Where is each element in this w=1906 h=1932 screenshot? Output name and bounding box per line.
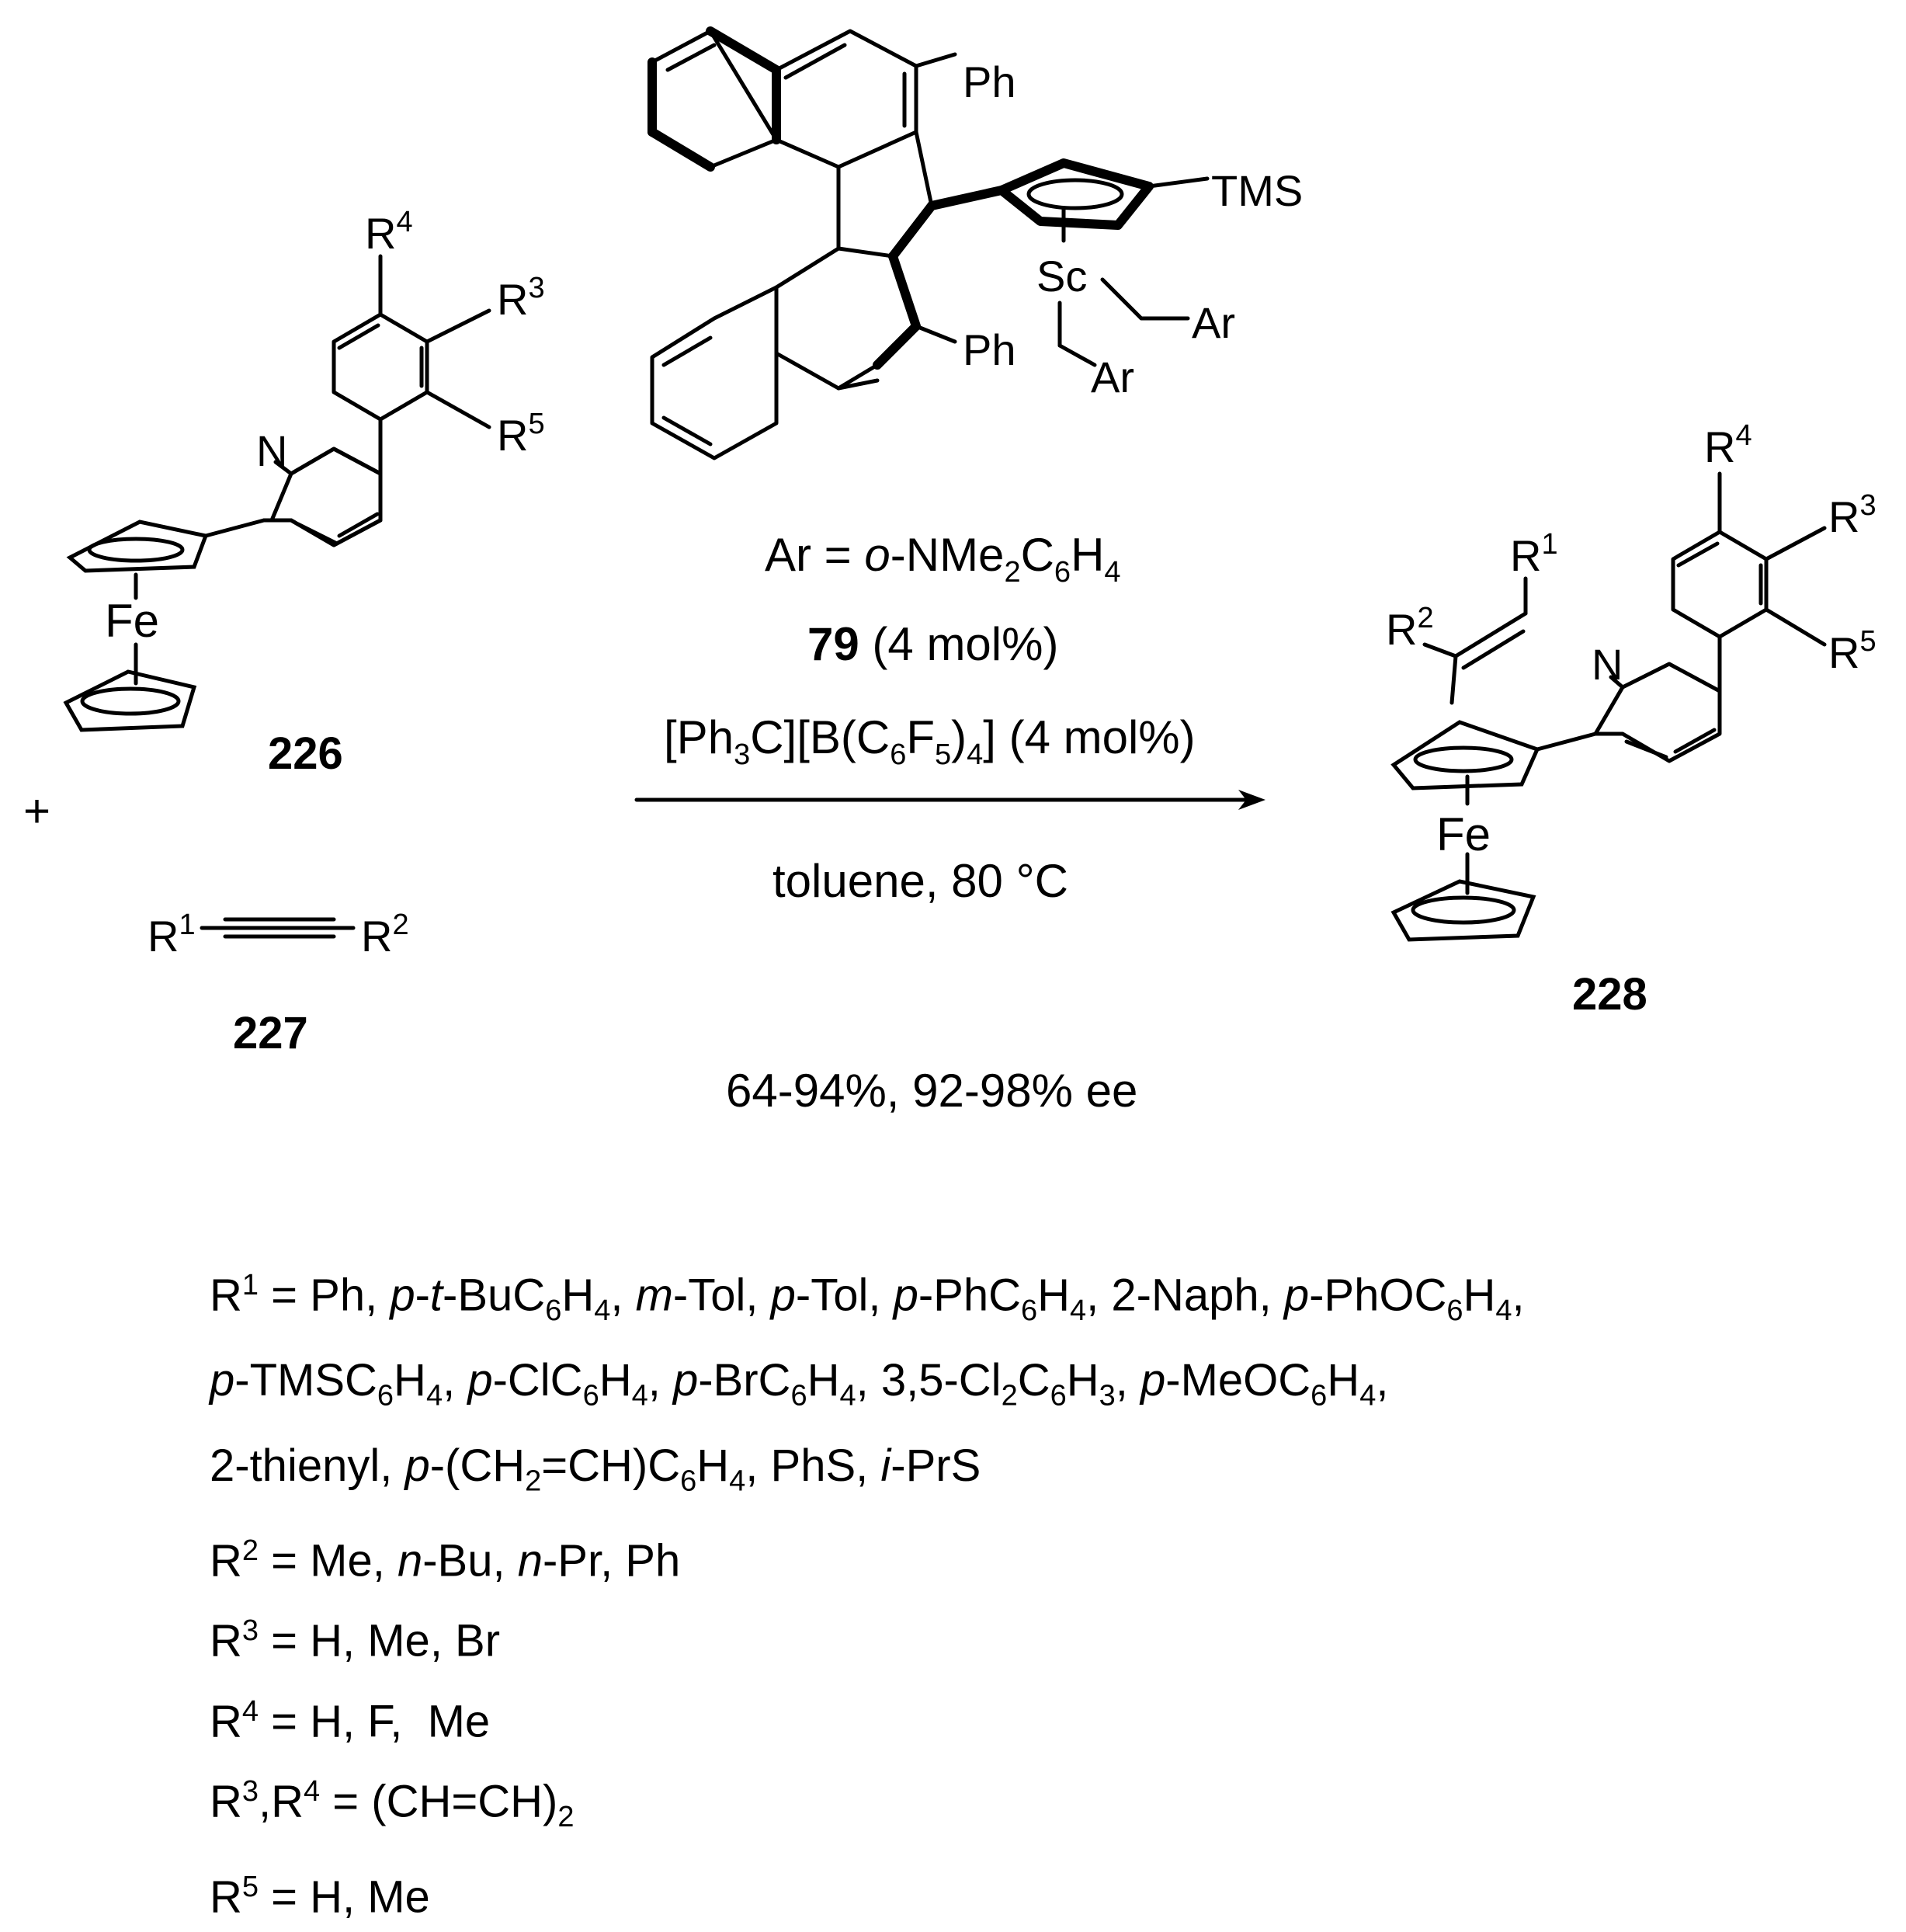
compound-226-id: 226 [268, 728, 343, 779]
r3-definition: R3 = H, Me, Br [210, 1614, 501, 1666]
reactant-226-structure [63, 254, 491, 732]
reactant-226-n-label: N [256, 426, 287, 475]
product-228-r2-label: R2 [1386, 602, 1434, 654]
product-228-fe-label: Fe [1436, 808, 1491, 860]
product-228-r5-label: R5 [1828, 625, 1876, 677]
catalyst-loading: 79 (4 mol%) [807, 618, 1058, 670]
yield-ee-result: 64-94%, 92-98% ee [726, 1065, 1137, 1117]
compound-228-id: 228 [1572, 969, 1647, 1020]
substituent-definitions: R1 = Ph, p-t-BuC6H4, m-Tol, p-Tol, p-PhC… [210, 1250, 1840, 1932]
product-228-r1-label: R1 [1510, 528, 1558, 580]
compound-227-id: 227 [233, 1008, 308, 1058]
catalyst-79-structure [647, 26, 1210, 460]
reactant-226-r3-label: R3 [497, 272, 545, 324]
reaction-scheme: N Fe R4 R3 R5 226 + R1 R2 227 [23, 26, 1876, 1117]
cocatalyst-label: [Ph3C][B(C6F5)4] (4 mol%) [664, 711, 1196, 771]
r1-definition-line3: 2-thienyl, p-(CH2=CH)C6H4, PhS, i-PrS [210, 1440, 981, 1498]
reactant-227-r2-label: R2 [361, 909, 409, 961]
catalyst-ph-top-label: Ph [963, 57, 1016, 106]
reactant-226-fe-label: Fe [105, 595, 159, 647]
catalyst-tms-label: TMS [1211, 166, 1303, 215]
reaction-conditions: toluene, 80 °C [772, 855, 1068, 907]
catalyst-sc-label: Sc [1036, 252, 1087, 301]
product-228-r3-label: R3 [1828, 489, 1876, 541]
reactant-226-r5-label: R5 [497, 408, 545, 460]
reaction-arrow [634, 790, 1265, 810]
r5-definition: R5 = H, Me [210, 1871, 430, 1923]
product-228-n-label: N [1592, 640, 1623, 689]
r3-r4-definition: R3,R4 = (CH=CH)2 [210, 1775, 575, 1834]
ar-definition: Ar = o-NMe2C6H4 [765, 529, 1121, 589]
r1-definition-line2: p-TMSC6H4, p-ClC6H4, p-BrC6H4, 3,5-Cl2C6… [210, 1354, 1389, 1413]
catalyst-ar2-label: Ar [1091, 353, 1134, 401]
reactant-226-r4-label: R4 [365, 206, 413, 258]
catalyst-ar1-label: Ar [1192, 298, 1235, 347]
reactant-227-structure [200, 917, 356, 939]
catalyst-ph-bottom-label: Ph [963, 325, 1016, 374]
r2-definition: R2 = Me, n-Bu, n-Pr, Ph [210, 1534, 681, 1586]
product-228-r4-label: R4 [1704, 419, 1752, 471]
reactant-227-r1-label: R1 [148, 909, 196, 961]
plus-sign: + [23, 785, 50, 837]
product-228-structure [1390, 471, 1827, 942]
r1-definition-line1: R1 = Ph, p-t-BuC6H4, m-Tol, p-Tol, p-PhC… [210, 1269, 1525, 1327]
r4-definition: R4 = H, F, Me [210, 1694, 491, 1747]
